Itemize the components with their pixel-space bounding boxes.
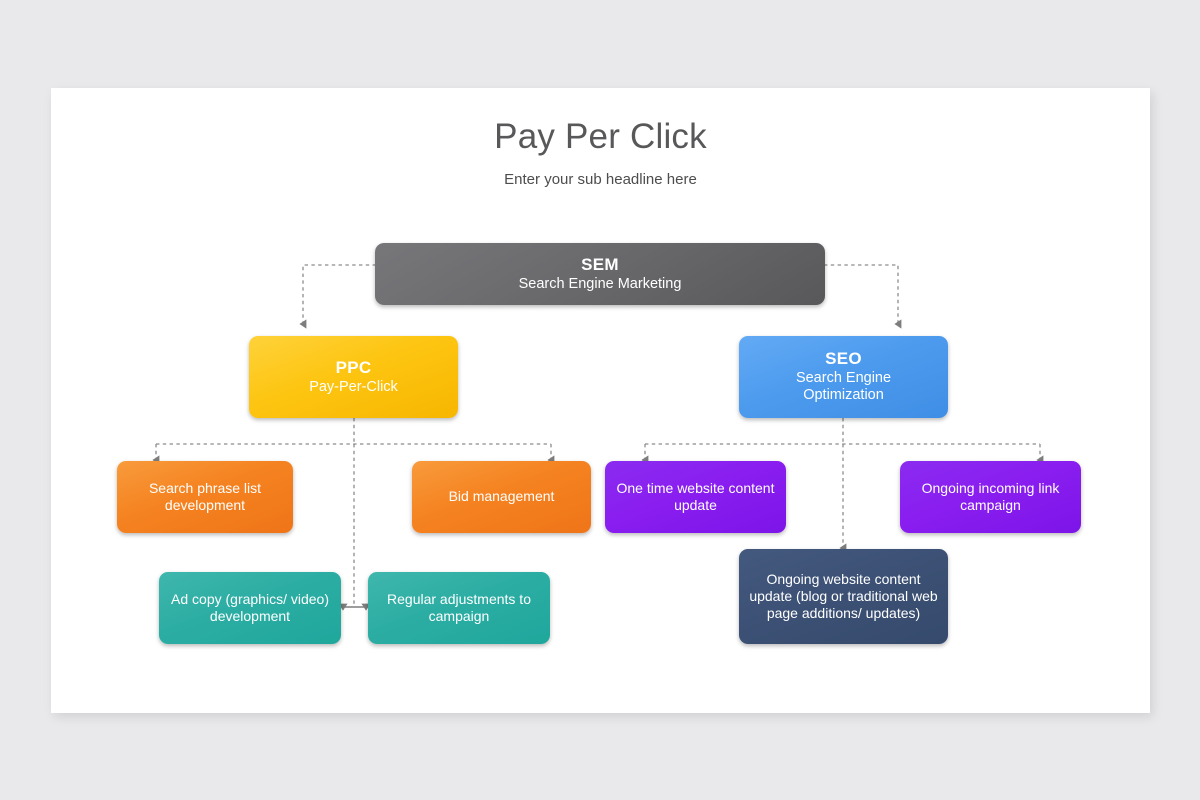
node-seo[interactable]: SEO Search Engine Optimization (739, 336, 948, 418)
node-search-phrase-list-label: Search phrase list development (148, 479, 262, 513)
node-ppc[interactable]: PPC Pay-Per-Click (249, 336, 458, 418)
node-sem-title: SEM (581, 254, 619, 274)
node-ongoing-content-update-label: Ongoing website content update (blog or … (749, 570, 938, 622)
node-sem[interactable]: SEM Search Engine Marketing (375, 243, 825, 305)
node-seo-subtitle: Search Engine (795, 369, 892, 386)
node-ppc-title: PPC (335, 357, 372, 377)
node-ad-copy-development-label: Ad copy (graphics/ video) development (171, 590, 329, 624)
node-ongoing-link-campaign[interactable]: Ongoing incoming link campaign (900, 461, 1081, 533)
node-regular-adjustments-label: Regular adjustments to campaign (387, 590, 531, 624)
node-one-time-content-update-label: One time website content update (616, 479, 775, 513)
page-title: Pay Per Click (494, 117, 707, 156)
node-ppc-subtitle: Pay-Per-Click (309, 378, 398, 395)
page-subtitle: Enter your sub headline here (504, 171, 697, 188)
node-seo-title: SEO (825, 348, 862, 368)
node-bid-management[interactable]: Bid management (412, 461, 591, 533)
wire-sem-seo (824, 264, 902, 329)
node-search-phrase-list[interactable]: Search phrase list development (117, 461, 293, 533)
slide-canvas: Pay Per Click Enter your sub headline he… (51, 88, 1150, 713)
node-ad-copy-development[interactable]: Ad copy (graphics/ video) development (159, 572, 341, 644)
node-ongoing-content-update[interactable]: Ongoing website content update (blog or … (739, 549, 948, 644)
wire-sem-ppc (299, 264, 376, 329)
node-regular-adjustments[interactable]: Regular adjustments to campaign (368, 572, 550, 644)
node-bid-management-label: Bid management (448, 488, 555, 505)
node-sem-subtitle: Search Engine Marketing (518, 275, 682, 292)
node-ongoing-link-campaign-label: Ongoing incoming link campaign (921, 479, 1060, 513)
node-seo-subtitle-2: Optimization (803, 387, 884, 404)
node-one-time-content-update[interactable]: One time website content update (605, 461, 786, 533)
connector-layer (152, 264, 1044, 611)
